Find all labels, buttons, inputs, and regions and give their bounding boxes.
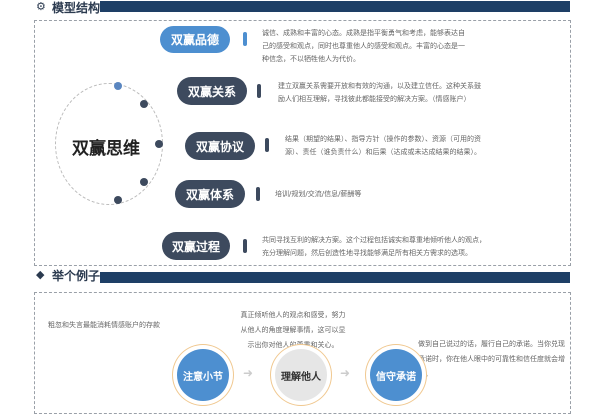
step-circle-3: 信守承诺 [370, 349, 422, 401]
step-circle-1: 注意小节 [177, 349, 229, 401]
center-title: 双赢思维 [72, 139, 140, 159]
arrow-right-icon: ➜ [340, 366, 351, 380]
item-bubble-4: 双赢体系 [175, 180, 245, 208]
gears-icon: ⚙ [36, 0, 46, 13]
example-left-text: 粗忽和失言最能消耗情感账户的存款 [48, 321, 160, 329]
section-bar [100, 1, 570, 12]
dot [140, 178, 148, 186]
divider [243, 32, 247, 46]
item-desc-5: 共同寻找互利的解决方案。这个过程包括诚实和尊重地倾听他人的观点，充分理解问题，然… [262, 236, 486, 257]
layers-icon: ◆ [36, 268, 45, 281]
item-bubble-2: 双赢关系 [177, 77, 247, 105]
dot [140, 100, 148, 108]
divider [257, 84, 261, 98]
example-middle-text: 真正倾听他人的观点和感受，努力从他人的角度理解事情，这可以显示出你对他人的尊重和… [240, 311, 346, 349]
example-right-text: 做到自己说过的话，履行自己的承诺。当你兑现承诺时，你在他人眼中的可靠性和信任度就… [418, 340, 565, 378]
dot [114, 82, 122, 90]
item-desc-4: 培训/规划/交流/信息/薪酬等 [275, 190, 362, 198]
model-box [34, 20, 571, 266]
dot [114, 196, 122, 204]
divider [256, 187, 260, 201]
dot [155, 140, 163, 148]
item-desc-1: 诚信、成熟和丰富的心态。成熟是指平衡勇气和考虑，能够表达自己的感受和观点，同时也… [262, 29, 465, 63]
item-bubble-1: 双赢品德 [160, 26, 230, 53]
section-bar [100, 272, 570, 283]
section-title-example: 举个例子 [52, 269, 101, 283]
item-desc-2: 建立双赢关系需要开放和有效的沟通，以及建立信任。这种关系鼓励人们相互理解，寻找彼… [278, 82, 481, 103]
divider [243, 239, 247, 253]
item-bubble-3: 双赢协议 [185, 132, 255, 160]
arrow-right-icon: ➜ [243, 366, 254, 380]
step-circle-2: 理解他人 [275, 349, 327, 401]
item-bubble-5: 双赢过程 [162, 232, 230, 260]
section-title-model: 模型结构 [52, 1, 101, 15]
item-desc-3: 结果（期望的结果）、指导方针（操作的参数）、资源（可用的资源）、责任（谁负责什么… [285, 135, 481, 156]
divider [265, 138, 269, 152]
